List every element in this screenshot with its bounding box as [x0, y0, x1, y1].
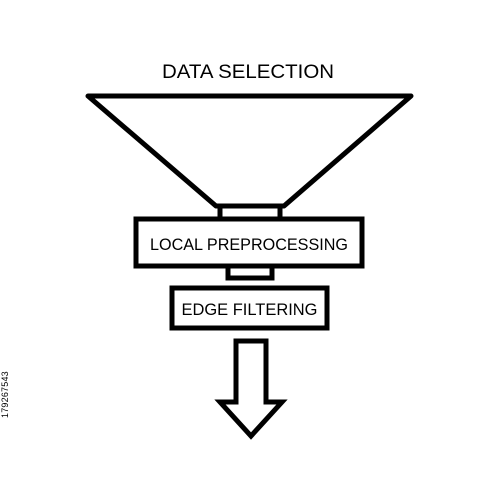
stage-label-edge-filtering: EDGE FILTERING [182, 300, 318, 319]
stage-connector [225, 263, 275, 281]
funnel-icon [85, 93, 414, 209]
stage-label-local-preprocessing: LOCAL PREPROCESSING [150, 235, 348, 254]
arrow-down-icon [214, 338, 288, 440]
image-id-watermark: 179267543 [0, 371, 10, 418]
stage-box-edge-filtering [169, 285, 330, 331]
diagram-title: DATA SELECTION [162, 62, 334, 83]
stage-box-local-preprocessing [133, 216, 365, 269]
